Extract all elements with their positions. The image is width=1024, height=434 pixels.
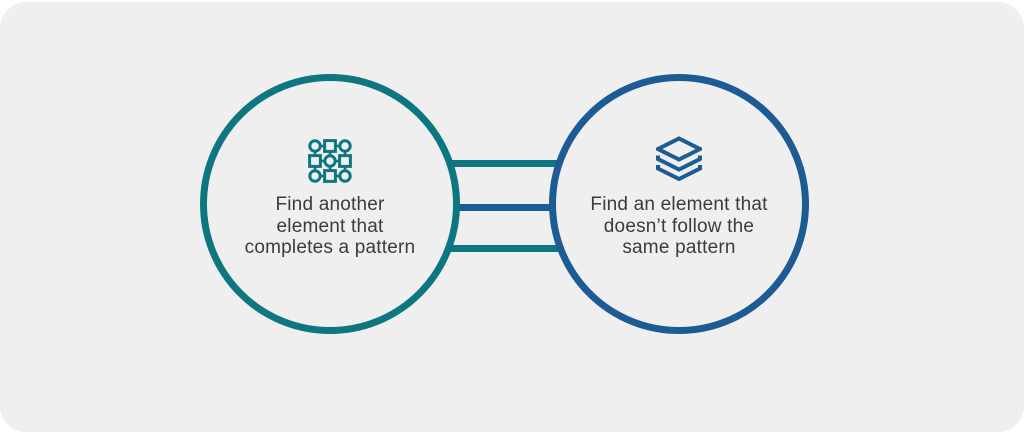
pattern-grid-icon [308, 139, 352, 188]
connector-line-top [445, 160, 579, 167]
left-task-label-line3: completes a pattern [244, 237, 416, 258]
left-task-label-line1: Find another [275, 194, 385, 215]
connector-line-bottom [445, 245, 579, 252]
left-task-circle: Find another element that completes a pa… [200, 74, 460, 334]
left-task-label: Find another element that completes a pa… [207, 194, 453, 259]
layers-icon [653, 136, 705, 186]
left-task-label-line2: element that [276, 215, 384, 237]
right-task-label-line3: same pattern [622, 237, 736, 258]
right-task-label-line1: Find an element that [590, 194, 768, 215]
right-task-circle: Find an element that doesn’t follow the … [549, 74, 809, 334]
right-task-label-line2: doesn’t follow the [603, 215, 755, 237]
connector-line-middle [445, 204, 579, 211]
right-task-label: Find an element that doesn’t follow the … [556, 194, 802, 259]
